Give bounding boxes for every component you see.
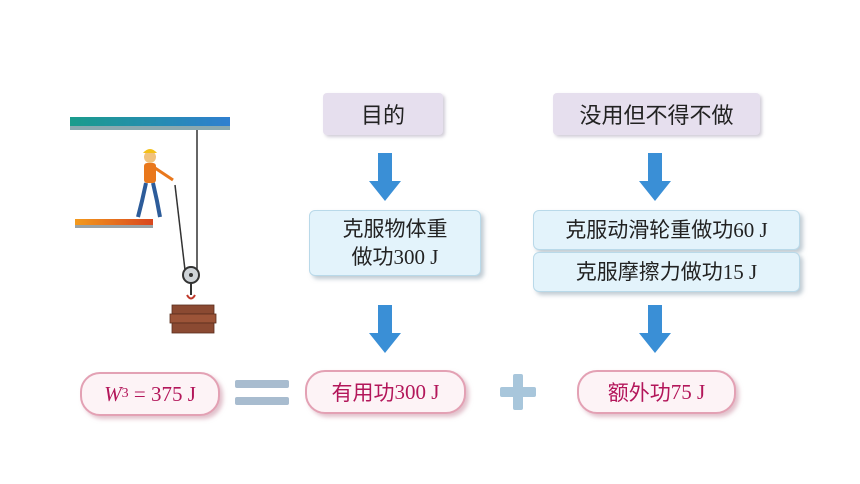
worker-figure — [136, 149, 174, 218]
friction-work-detail: 克服摩擦力做功15 J — [533, 252, 800, 292]
extra-work-pill-value: 75 J — [670, 379, 706, 404]
extra-work-pill-text: 额外功 — [607, 381, 671, 405]
plus-sign-icon — [500, 374, 536, 410]
purpose-label: 目的 — [323, 93, 443, 135]
useful-work-pill-value: 300 J — [394, 379, 440, 404]
pulley-icon — [182, 266, 200, 300]
arrow-down-icon — [369, 153, 401, 201]
worker-platform — [75, 219, 153, 228]
useful-work-pill-text: 有用功 — [331, 381, 395, 405]
pulley-work-detail: 克服动滑轮重做功60 J — [533, 210, 800, 250]
equals-sign-icon — [235, 380, 289, 405]
arrow-down-icon — [639, 153, 671, 201]
pulley-work-text: 克服动滑轮重做功 — [565, 217, 734, 242]
useful-work-line2: 做功300 J — [352, 243, 439, 271]
unavoidable-label-text: 没用但不得不做 — [579, 104, 734, 129]
pulley-work-line: 克服动滑轮重做功60 J — [565, 216, 767, 244]
useful-work-line1: 克服物体重 — [342, 216, 448, 241]
total-work-equals: = — [128, 381, 151, 406]
friction-work-line: 克服摩擦力做功15 J — [576, 258, 757, 286]
useful-work-detail: 克服物体重 做功300 J — [309, 210, 481, 276]
useful-work-line2-text: 做功 — [351, 245, 394, 269]
pulley-work-value: 60 J — [733, 217, 768, 242]
unavoidable-label: 没用但不得不做 — [553, 93, 760, 135]
arrow-down-icon — [639, 305, 671, 353]
useful-work-value: 300 J — [393, 245, 439, 269]
bricks-load — [169, 304, 217, 334]
friction-work-value: 15 J — [722, 259, 758, 284]
ceiling-beam — [70, 117, 230, 130]
purpose-label-text: 目的 — [360, 104, 405, 129]
friction-work-text: 克服摩擦力做功 — [575, 259, 723, 284]
pulley-illustration — [70, 117, 230, 334]
total-work-symbol: W — [104, 381, 122, 406]
arrow-down-icon — [369, 305, 401, 353]
total-work-subscript: 3 — [121, 386, 129, 401]
total-work-value: 375 J — [150, 381, 196, 406]
